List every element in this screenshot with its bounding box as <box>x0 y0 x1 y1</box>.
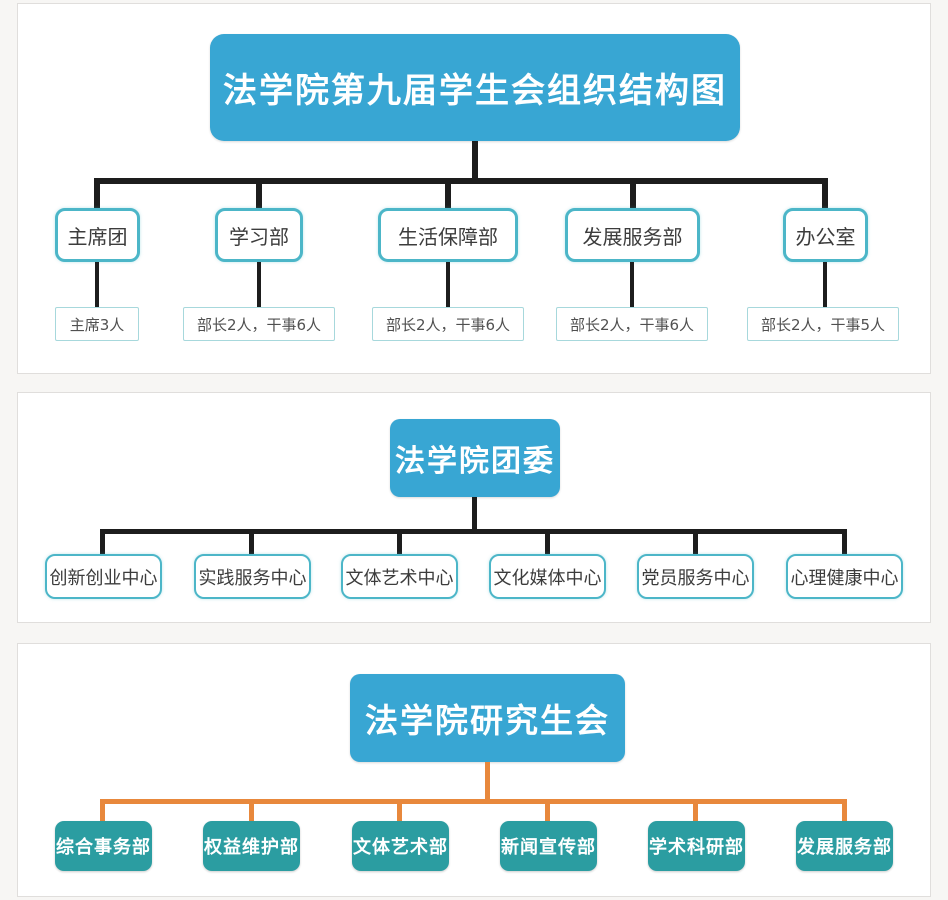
panel-student-union-chart: 法学院第九届学生会组织结构图 主席团 学习部 生活保障部 发展服务部 办公室 主… <box>17 3 931 374</box>
chart-title-student-union: 法学院第九届学生会组织结构图 <box>210 34 740 141</box>
connector-bus <box>100 799 847 804</box>
org-node-sports-arts-center: 文体艺术中心 <box>341 554 458 599</box>
org-detail-development-service-dept: 部长2人，干事6人 <box>556 307 708 341</box>
org-detail-study-dept: 部长2人，干事6人 <box>183 307 335 341</box>
org-node-development-service-dept: 发展服务部 <box>796 821 893 871</box>
connector-drop <box>249 799 254 824</box>
org-node-academic-research-dept: 学术科研部 <box>648 821 745 871</box>
connector-bus <box>100 529 847 534</box>
org-node-news-publicity-dept: 新闻宣传部 <box>500 821 597 871</box>
chart-title-graduate-union: 法学院研究生会 <box>350 674 625 762</box>
org-node-culture-media-center: 文化媒体中心 <box>489 554 606 599</box>
connector-drop <box>693 799 698 824</box>
connector-root-drop <box>472 497 477 532</box>
connector-drop <box>249 529 254 557</box>
panel-graduate-union-chart: 法学院研究生会 综合事务部 权益维护部 文体艺术部 新闻宣传部 学术科研部 发展… <box>17 643 931 897</box>
connector-drop <box>545 529 550 557</box>
org-node-presidium: 主席团 <box>55 208 140 262</box>
org-node-mental-health-center: 心理健康中心 <box>786 554 903 599</box>
connector-drop <box>842 529 847 557</box>
connector-detail-drop <box>95 262 99 310</box>
panel-youth-league-chart: 法学院团委 创新创业中心 实践服务中心 文体艺术中心 文化媒体中心 党员服务中心… <box>17 392 931 623</box>
connector-drop <box>100 529 105 557</box>
org-node-practice-service-center: 实践服务中心 <box>194 554 311 599</box>
connector-root-drop <box>485 762 490 802</box>
org-node-general-affairs-dept: 综合事务部 <box>55 821 152 871</box>
connector-bus <box>94 178 828 184</box>
org-node-rights-protection-dept: 权益维护部 <box>203 821 300 871</box>
chart-title-youth-league: 法学院团委 <box>390 419 560 497</box>
org-node-innovation-center: 创新创业中心 <box>45 554 162 599</box>
org-node-sports-arts-dept: 文体艺术部 <box>352 821 449 871</box>
connector-drop <box>445 178 451 210</box>
connector-drop <box>822 178 828 210</box>
connector-detail-drop <box>630 262 634 310</box>
connector-drop <box>545 799 550 824</box>
connector-drop <box>100 799 105 824</box>
org-node-office: 办公室 <box>783 208 868 262</box>
org-node-study-dept: 学习部 <box>215 208 303 262</box>
connector-drop <box>397 529 402 557</box>
connector-drop <box>842 799 847 824</box>
connector-drop <box>397 799 402 824</box>
org-detail-presidium: 主席3人 <box>55 307 139 341</box>
connector-detail-drop <box>257 262 261 310</box>
connector-root-drop <box>472 141 478 181</box>
connector-drop <box>94 178 100 210</box>
org-node-life-support-dept: 生活保障部 <box>378 208 518 262</box>
connector-detail-drop <box>446 262 450 310</box>
connector-drop <box>630 178 636 210</box>
connector-detail-drop <box>823 262 827 310</box>
org-node-party-member-service-center: 党员服务中心 <box>637 554 754 599</box>
org-node-development-service-dept: 发展服务部 <box>565 208 700 262</box>
org-detail-life-support-dept: 部长2人，干事6人 <box>372 307 524 341</box>
connector-drop <box>256 178 262 210</box>
org-detail-office: 部长2人，干事5人 <box>747 307 899 341</box>
connector-drop <box>693 529 698 557</box>
